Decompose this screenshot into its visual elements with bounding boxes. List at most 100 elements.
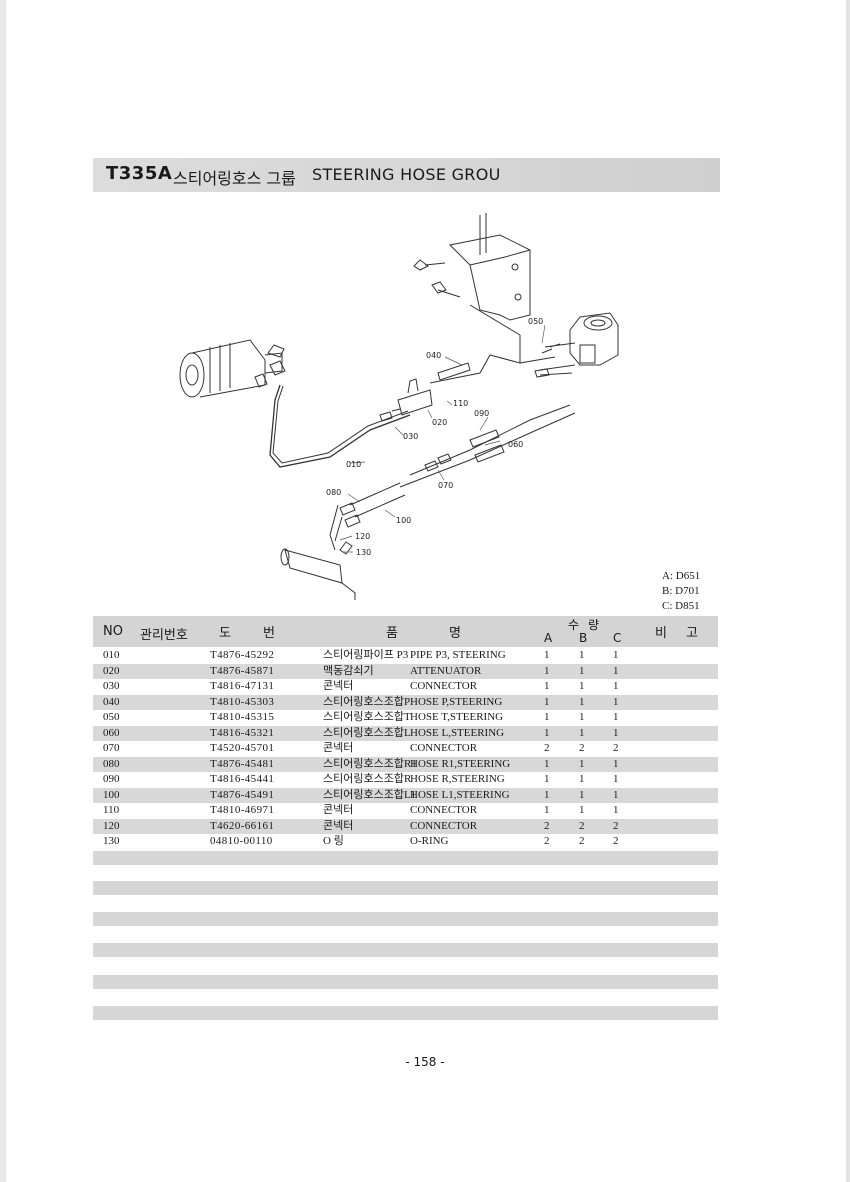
hose-100 <box>354 494 406 518</box>
qty-c: 2 <box>613 742 619 754</box>
qty-c: 1 <box>613 788 619 801</box>
qty-c: 2 <box>613 819 619 832</box>
header-remarks-1: 비 <box>655 626 667 641</box>
qty-a: 1 <box>544 695 550 708</box>
qty-b: 2 <box>579 819 585 832</box>
part-number: T4620-66161 <box>210 819 275 832</box>
part-name-english: HOSE L,STEERING <box>410 726 505 739</box>
part-number: T4876-45481 <box>210 757 275 770</box>
part-name-korean: 스티어링호스조합L1 <box>323 788 417 801</box>
pipe-010 <box>269 384 411 468</box>
part-name-english: PIPE P3, STEERING <box>410 649 506 661</box>
part-name-english: ATTENUATOR <box>410 664 482 677</box>
steering-cylinder <box>280 541 356 600</box>
qty-c: 1 <box>613 804 619 816</box>
header-remarks-2: 고 <box>686 626 698 641</box>
part-name-english: HOSE R,STEERING <box>410 773 505 785</box>
qty-a: 1 <box>544 726 550 739</box>
part-number: T4520-45701 <box>210 742 275 754</box>
qty-a: 1 <box>544 711 550 723</box>
qty-b: 1 <box>579 804 585 816</box>
group-code: T335A <box>106 163 173 184</box>
qty-b: 1 <box>579 726 585 739</box>
header-no: NO <box>103 624 123 639</box>
row-no: 050 <box>103 711 120 723</box>
part-name-korean: 스티어링호스조합P <box>323 695 411 708</box>
header-model-c: C <box>613 631 622 645</box>
part-name-english: CONNECTOR <box>410 680 478 692</box>
qty-c: 1 <box>613 711 619 723</box>
part-name-english: O-RING <box>410 835 449 847</box>
diagram-label: 040 <box>426 351 441 360</box>
header-model-b: B <box>579 631 588 645</box>
qty-a: 1 <box>544 773 550 785</box>
qty-b: 1 <box>579 711 585 723</box>
part-number: 04810-00110 <box>210 835 273 847</box>
diagram-label: 130 <box>356 548 371 557</box>
qty-b: 2 <box>579 742 585 754</box>
part-name-korean: 콘넥터 <box>323 804 354 816</box>
part-number: T4810-46971 <box>210 804 275 816</box>
empty-row <box>93 1006 718 1020</box>
row-no: 110 <box>103 804 120 816</box>
row-no: 090 <box>103 773 120 785</box>
part-name-english: HOSE T,STEERING <box>410 711 504 723</box>
legend-item: C: D851 <box>662 600 700 612</box>
row-no: 020 <box>103 664 120 677</box>
hose-090 <box>399 412 576 488</box>
attenuator <box>397 389 433 416</box>
empty-row <box>93 851 718 865</box>
header-management-no: 관리번호 <box>140 628 188 643</box>
diagram-label: 060 <box>508 440 523 449</box>
qty-a: 2 <box>544 819 550 832</box>
part-number: T4876-45292 <box>210 649 275 661</box>
qty-b: 1 <box>579 757 585 770</box>
qty-b: 1 <box>579 695 585 708</box>
qty-a: 1 <box>544 680 550 692</box>
part-name-english: CONNECTOR <box>410 742 478 754</box>
part-name-korean: 맥동감쇠기 <box>323 664 374 677</box>
part-name-korean: 콘넥터 <box>323 680 354 692</box>
part-name-korean: O 링 <box>323 835 344 847</box>
header-name-1: 품 <box>386 626 398 641</box>
hydraulic-pump <box>179 339 286 398</box>
part-number: T4816-47131 <box>210 680 275 692</box>
qty-b: 1 <box>579 664 585 677</box>
qty-c: 2 <box>613 835 619 847</box>
empty-row <box>93 912 718 926</box>
row-no: 070 <box>103 742 120 754</box>
part-name-english: CONNECTOR <box>410 819 478 832</box>
part-number: T4810-45303 <box>210 695 275 708</box>
qty-c: 1 <box>613 680 619 692</box>
table-row: 030 T4816-47131 콘넥터 CONNECTOR 1 1 1 <box>93 679 718 695</box>
qty-b: 2 <box>579 835 585 847</box>
row-no: 010 <box>103 649 120 661</box>
hose-050 <box>469 304 556 364</box>
qty-b: 1 <box>579 773 585 785</box>
diagram-label: 020 <box>432 418 447 427</box>
part-name-english: HOSE P,STEERING <box>410 695 503 708</box>
hose-080 <box>349 482 401 506</box>
qty-b: 1 <box>579 649 585 661</box>
diagram-label: 100 <box>396 516 411 525</box>
qty-b: 1 <box>579 680 585 692</box>
model-legend: A: D651 B: D701 C: D851 <box>662 569 700 614</box>
empty-row <box>93 881 718 895</box>
diagram-label: 110 <box>453 399 468 408</box>
group-title-english: STEERING HOSE GROU <box>312 165 501 184</box>
header-qty-2: 량 <box>588 618 600 632</box>
steering-valve <box>569 312 619 366</box>
empty-row <box>93 975 718 989</box>
row-no: 040 <box>103 695 120 708</box>
diagram-label: 120 <box>355 532 370 541</box>
row-no: 030 <box>103 680 120 692</box>
part-name-korean: 스티어링호스조합R <box>323 773 412 785</box>
qty-c: 1 <box>613 726 619 739</box>
qty-c: 1 <box>613 695 619 708</box>
legend-item: B: D701 <box>662 585 700 597</box>
